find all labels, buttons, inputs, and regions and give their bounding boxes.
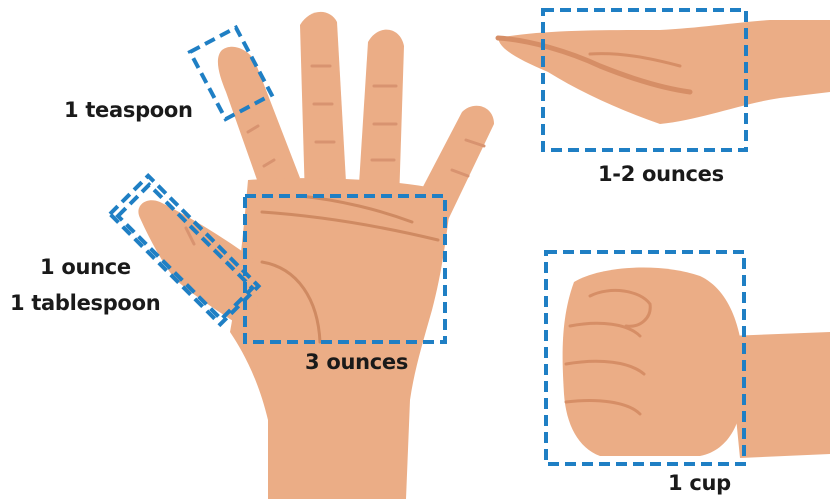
cupped-hand-shape — [498, 20, 830, 124]
open-hand — [138, 12, 494, 499]
tablespoon-label: 1 tablespoon — [10, 293, 160, 314]
cupped-hand — [498, 20, 830, 124]
one-two-ounces-label: 1-2 ounces — [598, 164, 724, 185]
cup-label: 1 cup — [668, 473, 731, 494]
ring-finger — [358, 30, 404, 202]
teaspoon-label: 1 teaspoon — [64, 100, 193, 121]
fist — [563, 267, 830, 458]
ounce-label: 1 ounce — [40, 257, 131, 278]
three-ounces-label: 3 ounces — [305, 352, 408, 373]
middle-finger — [300, 12, 347, 200]
index-finger — [218, 47, 300, 194]
palm-and-wrist — [230, 178, 452, 499]
